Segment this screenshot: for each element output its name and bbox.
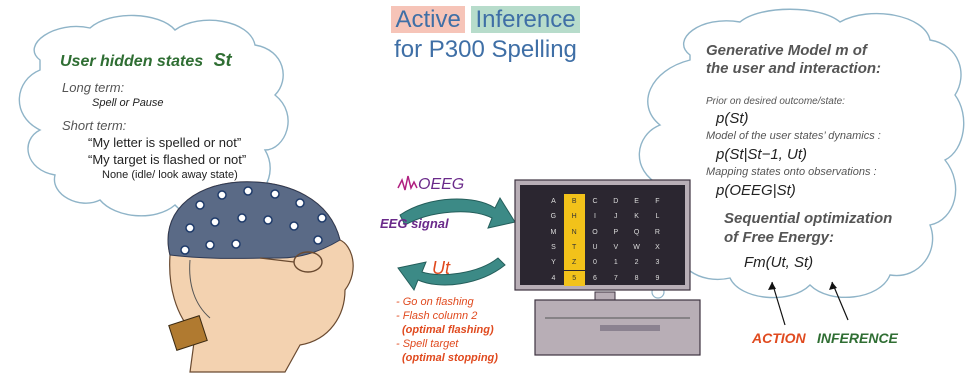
- speller-cell: 4: [551, 274, 556, 282]
- speller-cell: 7: [613, 274, 618, 282]
- speller-cell: H: [563, 209, 585, 225]
- dynamics-label: Model of the user states’ dynamics :: [706, 130, 881, 142]
- title-word-inference: Inference: [471, 6, 580, 33]
- speller-cell: 2: [634, 259, 639, 267]
- short-term-item: None (idle/ look away state): [102, 169, 238, 181]
- speller-cell: Y: [551, 259, 556, 267]
- speller-cell: 5: [563, 270, 585, 286]
- observation-symbol: OEEG: [418, 176, 465, 193]
- speller-cell: B: [563, 194, 585, 210]
- action-item: - Spell target: [396, 338, 459, 350]
- speller-cell: L: [655, 213, 660, 221]
- speller-cell: J: [614, 213, 618, 221]
- long-term-value: Spell or Pause: [92, 97, 164, 109]
- action-item: - Flash column 2: [396, 310, 478, 322]
- speller-cell: 1: [613, 259, 618, 267]
- seq-opt-line1: Sequential optimization: [724, 210, 893, 227]
- speller-cell: E: [634, 198, 639, 205]
- speller-cell: X: [655, 243, 660, 251]
- inference-label: INFERENCE: [817, 330, 898, 346]
- speller-cell: Z: [563, 255, 585, 271]
- speller-cell: 3: [655, 259, 660, 267]
- speller-cell: M: [550, 228, 557, 236]
- action-symbol: Ut: [432, 258, 450, 278]
- title-word-active: Active: [391, 6, 465, 33]
- speller-cell: C: [592, 198, 598, 205]
- head-with-eeg-cap: [167, 181, 354, 373]
- speller-cell: K: [634, 213, 639, 221]
- prior-formula: p(St): [716, 110, 749, 127]
- short-term-item: “My target is flashed or not”: [88, 152, 247, 167]
- model-heading-2: the user and interaction:: [706, 60, 882, 77]
- eeg-wave-icon: [397, 175, 418, 191]
- speller-cell: 8: [634, 274, 639, 282]
- action-item: (optimal flashing): [402, 324, 494, 336]
- title-line-1: Active Inference: [0, 6, 971, 34]
- model-heading-1: Generative Model m of: [706, 42, 867, 59]
- speller-cell: P: [613, 228, 619, 236]
- speller-cell: F: [655, 198, 660, 205]
- free-energy-formula: Fm(Ut, St): [744, 254, 814, 271]
- eeg-signal-label: EEG signal: [380, 216, 449, 231]
- speller-cell: 0: [593, 259, 597, 267]
- dynamics-formula: p(St|St−1, Ut): [716, 146, 808, 163]
- speller-cell: V: [613, 243, 619, 251]
- short-term-label: Short term:: [62, 118, 127, 133]
- seq-opt-line2: of Free Energy:: [724, 229, 835, 246]
- speller-cell: I: [594, 213, 596, 221]
- mapping-formula: p(OEEG|St): [716, 182, 796, 199]
- speller-cell: U: [592, 243, 598, 251]
- speller-cell: S: [551, 243, 556, 251]
- speller-cell: 9: [655, 274, 660, 282]
- user-thought-cloud: [18, 14, 289, 218]
- speller-cell: N: [563, 224, 585, 240]
- user-states-heading: User hidden states St: [60, 50, 232, 70]
- speller-cell: R: [654, 228, 660, 236]
- speller-cell: 6: [593, 274, 597, 282]
- speller-cell: D: [613, 198, 619, 205]
- short-term-item: “My letter is spelled or not”: [88, 135, 242, 150]
- speller-cell: Q: [633, 228, 640, 236]
- speller-cell: O: [592, 228, 598, 236]
- prior-label: Prior on desired outcome/state:: [706, 96, 845, 107]
- long-term-label: Long term:: [62, 80, 125, 95]
- action-item: - Go on flashing: [396, 296, 474, 308]
- speller-cell: W: [633, 243, 640, 251]
- computer-monitor: [514, 179, 701, 356]
- action-label: ACTION: [752, 330, 806, 346]
- mapping-label: Mapping states onto observations :: [706, 166, 877, 178]
- state-symbol: St: [213, 50, 232, 70]
- speller-cell: T: [563, 239, 585, 256]
- title-line-2: for P300 Spelling: [394, 36, 577, 63]
- speller-cell: G: [550, 213, 557, 221]
- action-item: (optimal stopping): [402, 352, 498, 364]
- speller-cell: A: [551, 198, 556, 205]
- action-arrow: [397, 257, 506, 292]
